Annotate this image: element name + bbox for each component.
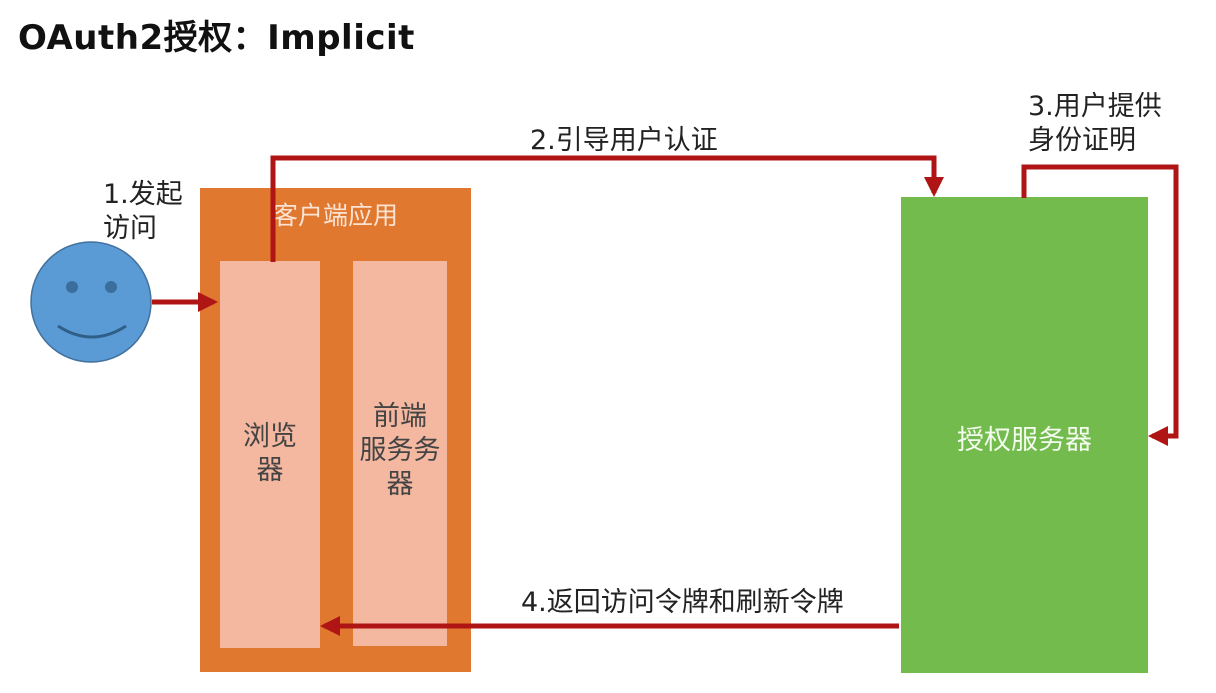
frontend-server-box bbox=[353, 261, 447, 646]
client-app-title: 客户端应用 bbox=[272, 201, 398, 230]
page-title: OAuth2授权：Implicit bbox=[18, 18, 415, 58]
step1-label: 1.发起 访问 bbox=[103, 179, 183, 244]
auth-server-box bbox=[901, 197, 1148, 673]
step2-label: 2.引导用户认证 bbox=[530, 125, 718, 156]
arrow-step3 bbox=[1021, 164, 1179, 446]
step4-label: 4.返回访问令牌和刷新令牌 bbox=[521, 587, 844, 618]
smiley-user-icon bbox=[30, 241, 152, 363]
auth-server-label: 授权服务器 bbox=[957, 425, 1092, 456]
browser-label: 浏览 器 bbox=[243, 421, 297, 486]
arrow-step2 bbox=[270, 155, 944, 262]
step3-label: 3.用户提供 身份证明 bbox=[1028, 91, 1162, 156]
frontend-server-label: 前端 服务务 器 bbox=[359, 401, 441, 500]
browser-box bbox=[220, 261, 320, 648]
